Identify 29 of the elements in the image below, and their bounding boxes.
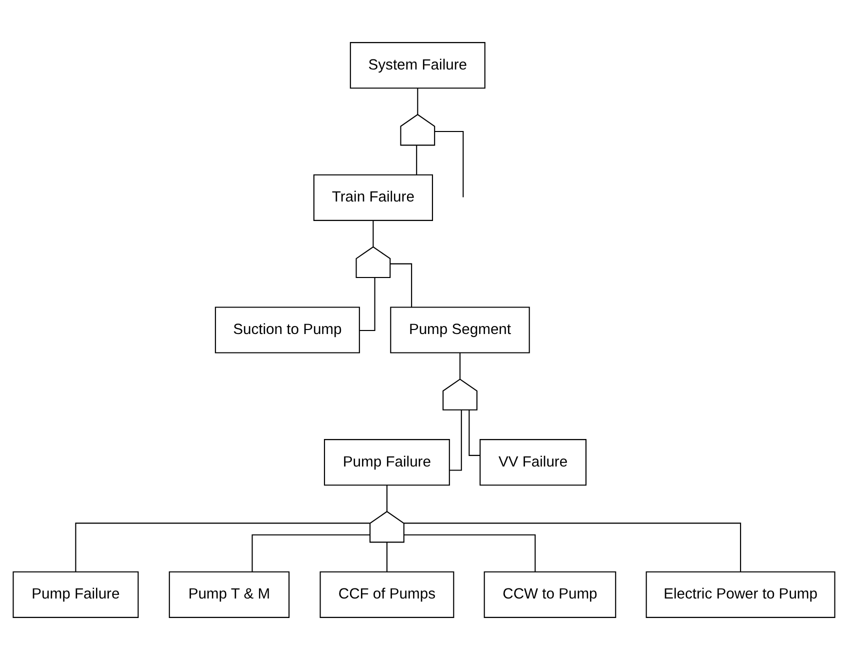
connector xyxy=(390,262,412,307)
connector xyxy=(416,144,417,174)
connector xyxy=(468,409,480,456)
node-gate xyxy=(400,113,435,146)
node-gate xyxy=(442,378,477,410)
connector xyxy=(404,522,741,572)
connector xyxy=(251,534,370,572)
connector xyxy=(458,352,460,379)
connector xyxy=(74,522,370,572)
connector xyxy=(386,542,387,572)
node-box: Pump T & M xyxy=(168,570,290,618)
node-box: Train Failure xyxy=(312,174,432,220)
connector xyxy=(359,277,375,331)
connector xyxy=(434,130,464,197)
node-box: Pump Failure xyxy=(12,570,138,618)
node-box: CCW to Pump xyxy=(483,570,616,618)
node-box: Electric Power to Pump xyxy=(645,570,835,618)
connector xyxy=(416,88,418,114)
node-box: Pump Failure xyxy=(323,438,450,486)
node-gate xyxy=(368,510,404,542)
node-box: System Failure xyxy=(349,42,485,88)
connector xyxy=(386,484,387,512)
node-box: CCF of Pumps xyxy=(319,570,454,618)
connector xyxy=(372,220,374,246)
node-box: Suction to Pump xyxy=(214,306,360,353)
node-box: VV Failure xyxy=(479,438,586,486)
node-box: Pump Segment xyxy=(390,306,530,353)
node-gate xyxy=(355,246,390,278)
connector xyxy=(403,534,536,572)
